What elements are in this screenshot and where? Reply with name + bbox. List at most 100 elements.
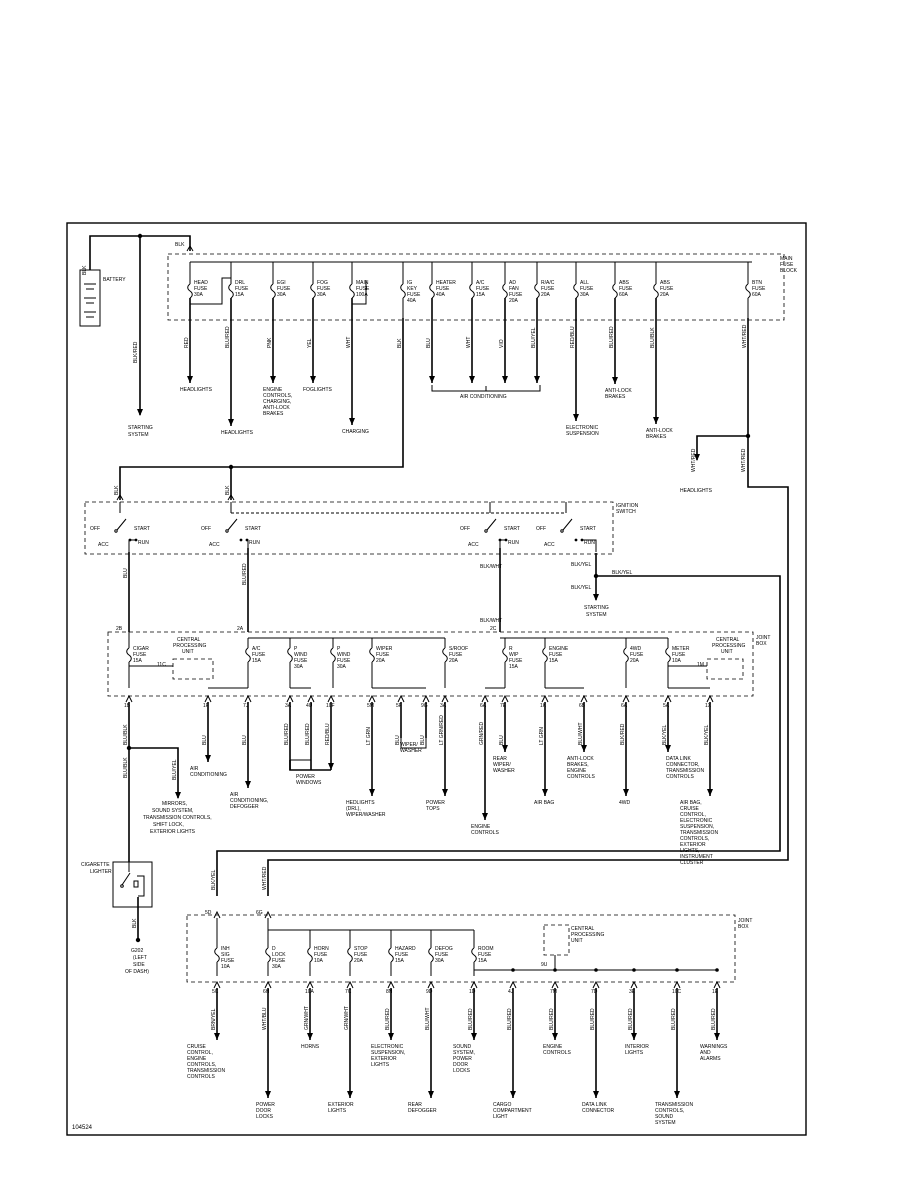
jb1-fuse-icon	[330, 647, 336, 663]
jb2-fuse-icon	[265, 947, 271, 963]
jb2-in-wire-1: BLK/YEL	[211, 869, 217, 890]
main-bus-label: BLK	[175, 242, 185, 248]
fuse-icon	[745, 283, 751, 299]
jb1-in-2c: 2C	[490, 626, 497, 632]
jb1-cpu-right	[706, 658, 744, 680]
jb1-out-wire: GRN/RED	[479, 722, 485, 745]
jb1-out-load: ENGINE	[567, 768, 587, 774]
figure-id: 104524	[72, 1125, 93, 1131]
jb1-fuse-label: 30A	[294, 664, 304, 670]
main-fuse-label: BTN	[752, 280, 762, 286]
main-fuse-label: 15A	[235, 292, 245, 298]
jb1-fuse-label: 15A	[252, 658, 262, 664]
jb2-out-load: EXTERIOR	[371, 1056, 397, 1062]
jb1-fuse-icon	[502, 647, 508, 663]
jb2-fuse-icon	[388, 947, 394, 963]
jb1-out-load: AIR BAG,	[680, 800, 702, 806]
main-fuse-label: R/A/C	[541, 280, 555, 286]
ign-pos-run: RUN	[138, 540, 149, 546]
jb1-out-wire: BLU	[202, 735, 208, 745]
ign-out-blu: BLU	[123, 568, 129, 578]
main-fuse-load: CONTROLS,	[263, 393, 292, 399]
jb1-out-pin: 6A	[480, 703, 487, 709]
jb1-fuse-label: R	[509, 646, 513, 652]
main-fuse-wire: BLK	[397, 338, 403, 348]
main-fuse-load: ANTI-LOCK	[646, 428, 673, 434]
btn-branch: WHT/RED HEADLIGHTS WHT/RED	[267, 318, 789, 896]
jb1-fuse-label: S/ROOF	[449, 646, 468, 652]
jb2-out-load: CONTROLS,	[187, 1062, 216, 1068]
jb1-fuse-label: FUSE	[449, 652, 463, 658]
jb1-fuse-icon	[369, 647, 375, 663]
jb2-fuse-label: FUSE	[435, 952, 449, 958]
jb1-out-load: ELECTRONIC	[680, 818, 713, 824]
ign-pos-off: OFF	[460, 526, 470, 532]
jb1-out-load: EXTERIOR	[680, 842, 706, 848]
fuse-icon	[429, 283, 435, 299]
main-fuse-block: MAIN FUSE BLOCK HEADFUSE30AREDHEADLIGHTS…	[167, 253, 798, 440]
main-fuse-wire: BLU/YEL	[531, 327, 537, 348]
main-fuse-load: CHARGING,	[263, 399, 291, 405]
jb1-cpu-pin-11c: 11C	[157, 662, 166, 668]
fuse-icon	[573, 283, 579, 299]
jb1-out-load: AIR	[230, 792, 239, 798]
main-fuse-label: 20A	[660, 292, 670, 298]
jb1-out-load: 4WD	[619, 800, 631, 806]
main-fuse-label: 40A	[436, 292, 446, 298]
jb2-out-load: ALARMS	[700, 1056, 721, 1062]
jb2-out-load: ENGINE	[543, 1044, 563, 1050]
jb2-out-pin: 1E	[712, 989, 719, 995]
main-fuse-label: ABS	[619, 280, 630, 286]
jb2-out-load: AND	[700, 1050, 711, 1056]
jb2-fuse-label: STOP	[354, 946, 368, 952]
jb2-cpu-pin: 9U	[541, 962, 548, 968]
jb2-label: JOINT	[738, 918, 752, 924]
main-fuse-wire: BLU/RED	[609, 326, 615, 348]
fuse-icon	[502, 283, 508, 299]
main-fuse-wire: WHT/RED	[742, 324, 748, 348]
main-fuse-wire: RED	[184, 337, 190, 348]
jb2-out-wire: GRN/WHT	[344, 1006, 350, 1030]
main-fuse-block-label: MAIN	[780, 256, 793, 262]
jb1-fuse-label: FUSE	[630, 652, 644, 658]
jb1-branch-wire: BLU/YEL	[172, 759, 178, 780]
jb2-out-load: HORNS	[301, 1044, 320, 1050]
btn-branch-load: HEADLIGHTS	[680, 488, 713, 494]
main-fuse-load: HEADLIGHTS	[180, 387, 213, 393]
jb2-cpu	[543, 924, 570, 956]
main-fuse-label: FUSE	[317, 286, 331, 292]
main-fuse-label: FUSE	[580, 286, 594, 292]
fuse-icon	[534, 283, 540, 299]
main-fuse-label: FUSE	[619, 286, 633, 292]
jb1-fuse-label: WIND	[294, 652, 308, 658]
main-fuse-label: KEY	[407, 286, 418, 292]
battery-section: BATTERY BLK BLK/RED STARTING SYSTEM BLK	[79, 233, 194, 438]
jb2-fuse-label: 15A	[395, 958, 405, 964]
jb2-fuse-label: FUSE	[395, 952, 409, 958]
jb1-fuse-label: FUSE	[133, 652, 147, 658]
jb1-fuse-label: FUSE	[337, 658, 351, 664]
ign-out-blured: BLU/RED	[242, 563, 248, 585]
jb2-out-load: SYSTEM,	[453, 1050, 475, 1056]
ign-pos-start: START	[134, 526, 150, 532]
jb1-out-load: WINDOWS	[296, 780, 322, 786]
jb2-out-load: CONTROLS	[187, 1074, 215, 1080]
jb1-cpu-pin-1m: 1M	[697, 662, 704, 668]
jb1-cpu-left-label: CENTRAL	[177, 637, 201, 643]
jb1-out-wire: RED/BLU	[325, 723, 331, 745]
ignition-switch-label-2: SWITCH	[616, 509, 636, 515]
ign-crossover-wire: BLK/YEL	[612, 570, 633, 576]
main-fuse-label: 30A	[317, 292, 327, 298]
jb2-out-load: ENGINE	[187, 1056, 207, 1062]
jb2-out-pin: 7M	[550, 989, 557, 995]
jb2-fuse-label: HAZARD	[395, 946, 416, 952]
joint-box-1: JOINT BOX 2B 2A 2C CENTRAL PROCESSING UN…	[107, 626, 770, 866]
jb1-fuse-label: 10A	[672, 658, 682, 664]
main-fuse-label: FOG	[317, 280, 328, 286]
main-fuse-wire: BLU/RED	[225, 326, 231, 348]
jb1-out-load: CONDITIONING,	[230, 798, 268, 804]
jb2-out-wire: BLU/RED	[671, 1008, 677, 1030]
jb2-out-load: CONTROL,	[187, 1050, 213, 1056]
jb1-out-load: WASHER	[400, 748, 422, 754]
